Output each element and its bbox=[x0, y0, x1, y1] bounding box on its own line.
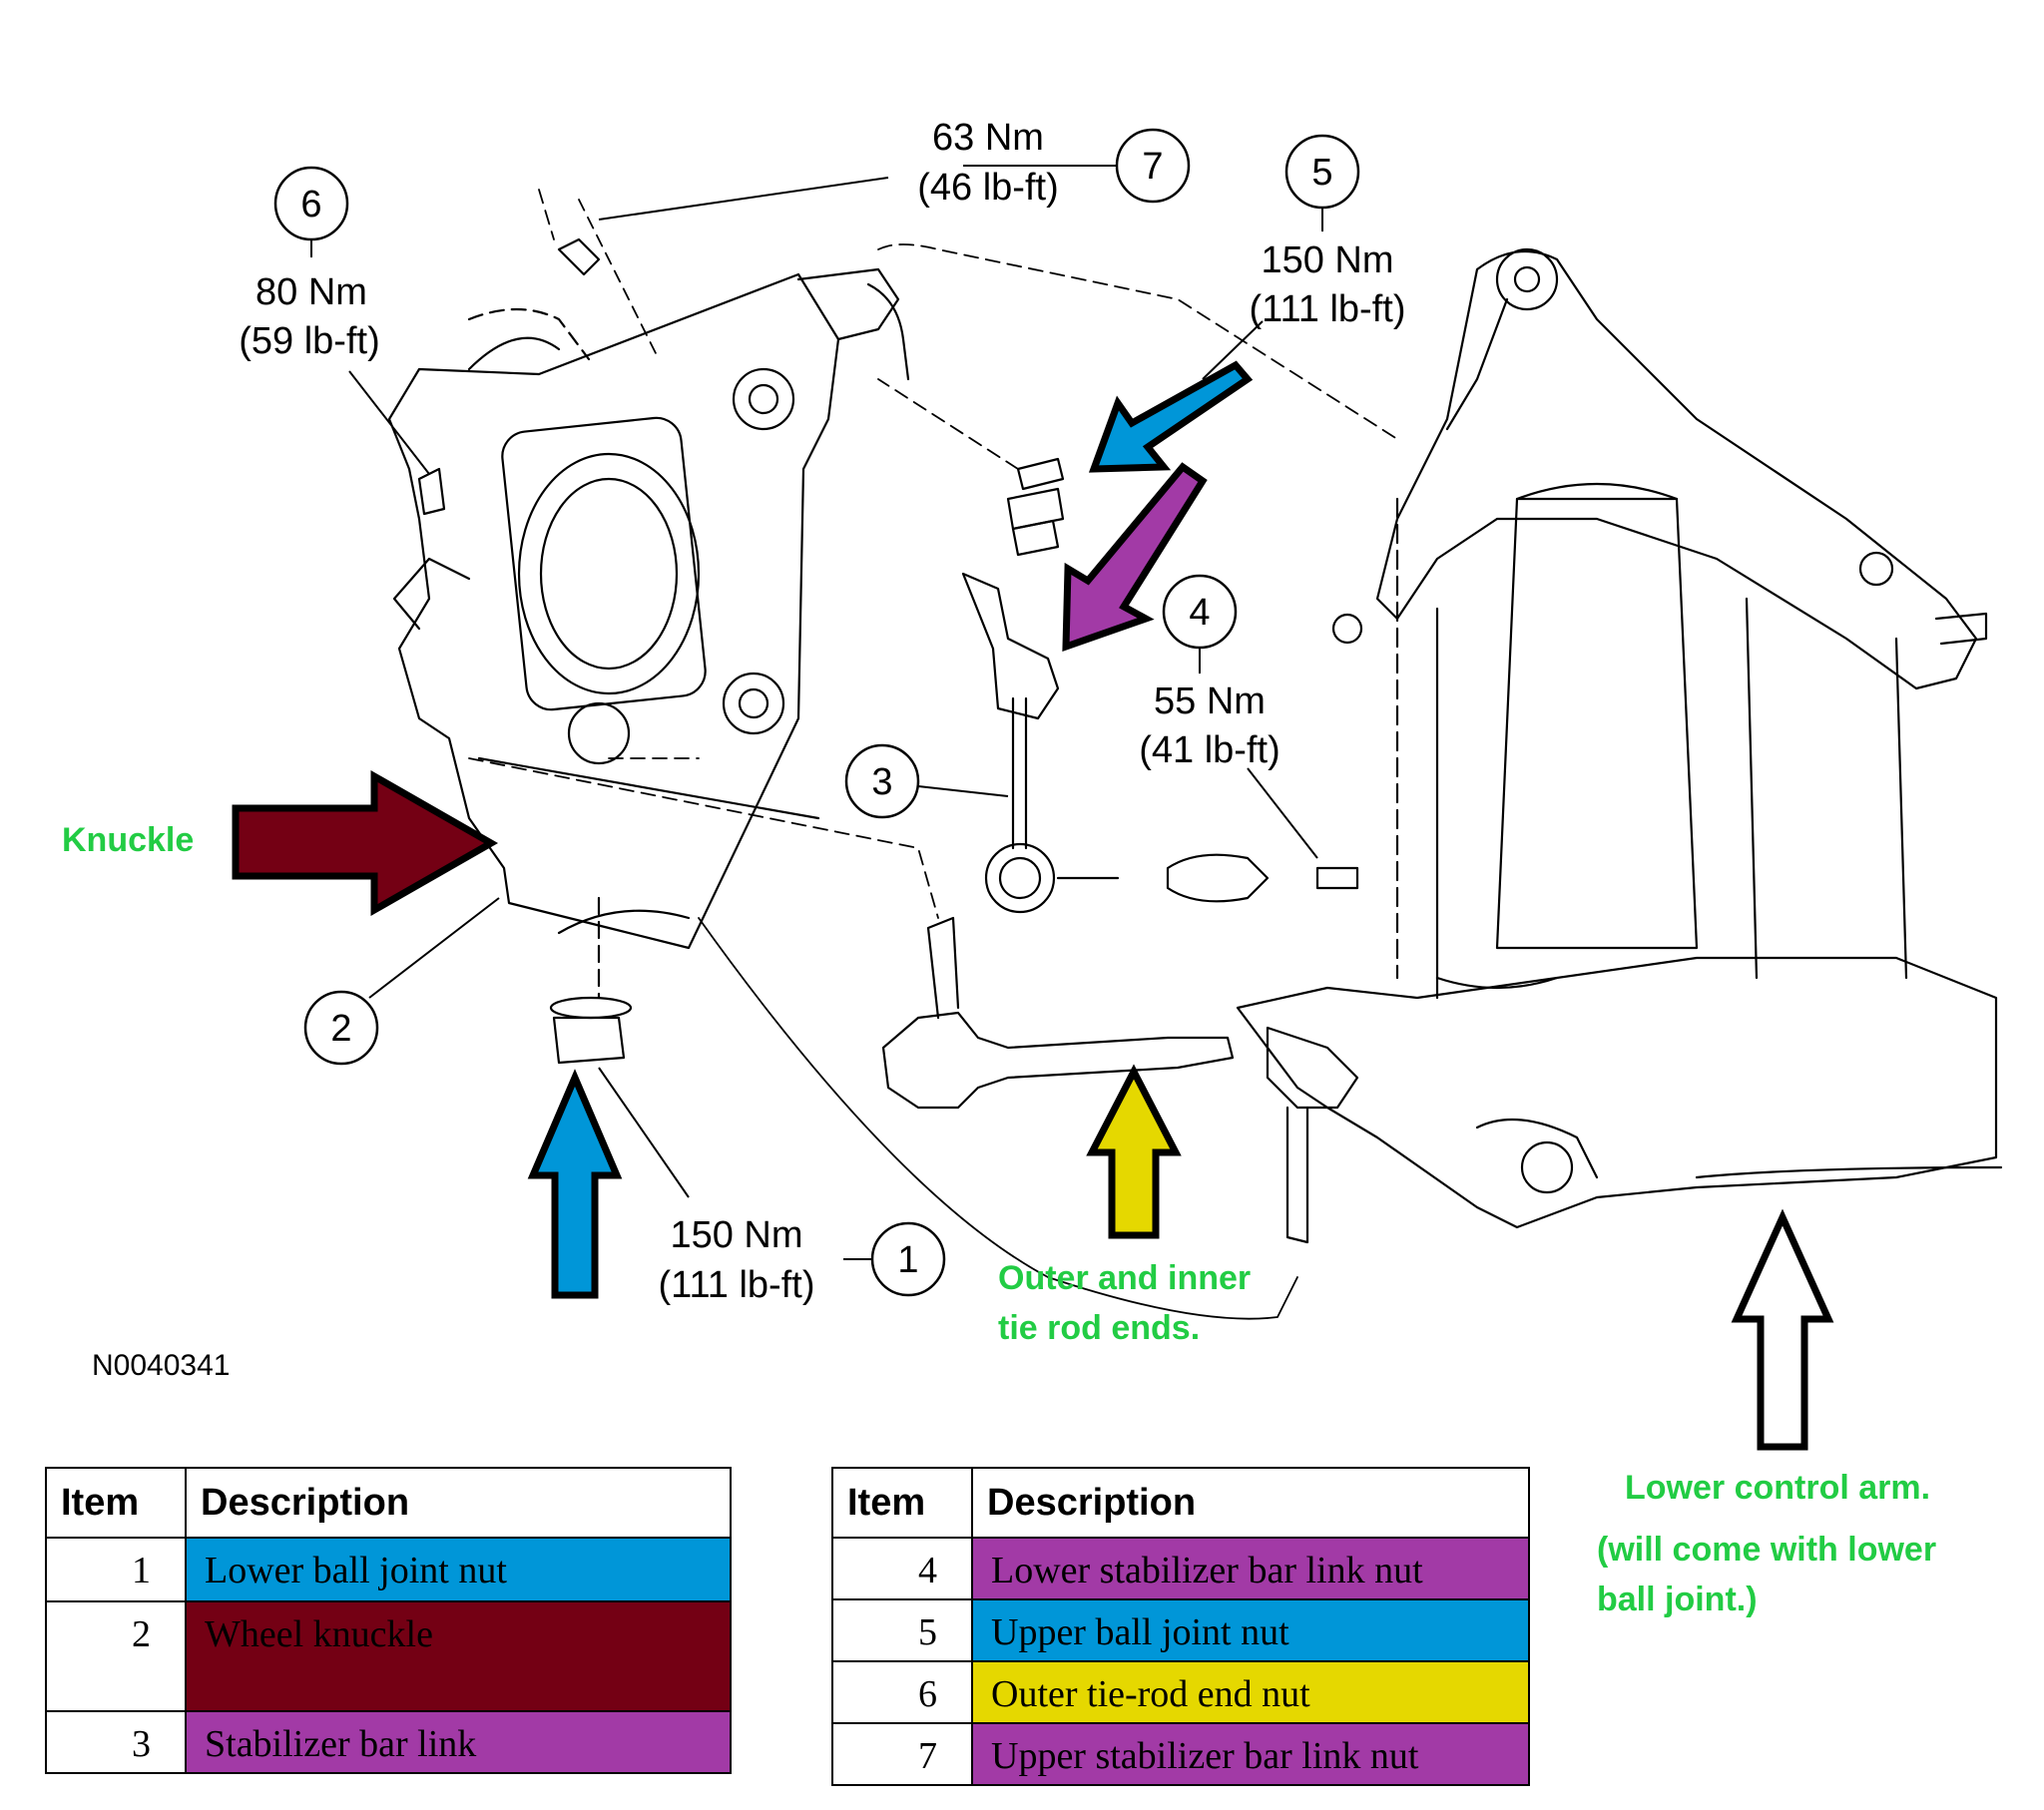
lca-annotation-line3: ball joint.) bbox=[1597, 1581, 1758, 1618]
legend-row: 5 Upper ball joint nut bbox=[831, 1598, 1530, 1662]
legend-right-item-header: Item bbox=[831, 1467, 973, 1539]
legend-item-number: 5 bbox=[831, 1598, 973, 1662]
legend-description: Lower stabilizer bar link nut bbox=[971, 1537, 1530, 1600]
callout-1-circle bbox=[870, 1221, 946, 1297]
callout-3-circle bbox=[844, 743, 920, 819]
legend-left-header: Item Description bbox=[45, 1467, 732, 1539]
callout-7-circle bbox=[1115, 128, 1191, 204]
torque-7-nm: 63 Nm bbox=[932, 117, 1044, 159]
legend-description: Upper ball joint nut bbox=[971, 1598, 1530, 1662]
purple-arrow-stab-link bbox=[1062, 462, 1208, 652]
torque-6-lbft: (59 lb-ft) bbox=[239, 320, 379, 362]
callout-4-number: 4 bbox=[1189, 592, 1210, 634]
callout-1-number: 1 bbox=[897, 1239, 918, 1281]
legend-item-number: 6 bbox=[831, 1660, 973, 1724]
legend-table-left: Item Description 1 Lower ball joint nut … bbox=[45, 1467, 732, 1774]
legend-description: Wheel knuckle bbox=[185, 1600, 732, 1712]
legend-table-right: Item Description 4 Lower stabilizer bar … bbox=[831, 1467, 1530, 1786]
legend-description: Outer tie-rod end nut bbox=[971, 1660, 1530, 1724]
tie-rod-annotation-line2: tie rod ends. bbox=[998, 1309, 1200, 1347]
legend-row: 1 Lower ball joint nut bbox=[45, 1537, 732, 1602]
torque-1-nm: 150 Nm bbox=[670, 1214, 802, 1256]
legend-item-number: 2 bbox=[45, 1600, 187, 1712]
upper-control-arm-drawing bbox=[1375, 249, 1978, 690]
tie-rod-drawing bbox=[881, 1011, 1235, 1110]
lca-annotation-line2: (will come with lower bbox=[1597, 1531, 1936, 1569]
legend-item-number: 1 bbox=[45, 1537, 187, 1602]
legend-description: Lower ball joint nut bbox=[185, 1537, 732, 1602]
lca-annotation-line1: Lower control arm. bbox=[1625, 1469, 1930, 1507]
tie-rod-annotation-line1: Outer and inner bbox=[998, 1259, 1251, 1297]
leader-lines bbox=[310, 165, 1323, 1260]
legend-row: 4 Lower stabilizer bar link nut bbox=[831, 1537, 1530, 1600]
callout-4-circle bbox=[1162, 574, 1238, 650]
legend-item-number: 3 bbox=[45, 1710, 187, 1774]
legend-description: Stabilizer bar link bbox=[185, 1710, 732, 1774]
white-arrow-lower-control-arm bbox=[1731, 1208, 1834, 1451]
callout-5-number: 5 bbox=[1311, 152, 1332, 194]
legend-item-number: 4 bbox=[831, 1537, 973, 1600]
torque-4-nm: 55 Nm bbox=[1154, 680, 1266, 722]
legend-row: 3 Stabilizer bar link bbox=[45, 1710, 732, 1774]
blue-arrow-lower-ball-joint bbox=[527, 1069, 623, 1299]
callout-2-circle bbox=[303, 990, 379, 1066]
torque-4-lbft: (41 lb-ft) bbox=[1139, 729, 1279, 771]
figure-id: N0040341 bbox=[92, 1349, 230, 1382]
torque-7-lbft: (46 lb-ft) bbox=[917, 167, 1058, 209]
legend-description: Upper stabilizer bar link nut bbox=[971, 1722, 1530, 1786]
legend-right-header: Item Description bbox=[831, 1467, 1530, 1539]
callout-5-circle bbox=[1284, 134, 1360, 210]
callout-6-circle bbox=[273, 166, 349, 241]
legend-row: 6 Outer tie-rod end nut bbox=[831, 1660, 1530, 1724]
legend-row: 2 Wheel knuckle bbox=[45, 1600, 732, 1712]
callout-3-number: 3 bbox=[871, 761, 892, 803]
torque-6-nm: 80 Nm bbox=[256, 271, 367, 313]
callout-7-number: 7 bbox=[1142, 146, 1163, 188]
blue-arrow-upper-ball-joint bbox=[1088, 360, 1254, 473]
yellow-arrow-tie-rod bbox=[1086, 1064, 1182, 1239]
arrows bbox=[232, 360, 1834, 1451]
torque-5-nm: 150 Nm bbox=[1261, 239, 1393, 281]
legend-item-number: 7 bbox=[831, 1722, 973, 1786]
lower-control-arm-drawing bbox=[1236, 956, 1998, 1229]
callout-circles bbox=[273, 128, 1360, 1297]
callout-6-number: 6 bbox=[300, 184, 321, 226]
maroon-arrow bbox=[232, 769, 499, 917]
torque-1-lbft: (111 lb-ft) bbox=[659, 1264, 815, 1306]
legend-left-item-header: Item bbox=[45, 1467, 187, 1539]
legend-left-desc-header: Description bbox=[185, 1467, 732, 1539]
callout-2-number: 2 bbox=[330, 1008, 351, 1050]
stab-link-drawing bbox=[961, 572, 1060, 720]
knuckle-annotation: Knuckle bbox=[62, 821, 194, 859]
legend-row: 7 Upper stabilizer bar link nut bbox=[831, 1722, 1530, 1786]
legend-right-desc-header: Description bbox=[971, 1467, 1530, 1539]
torque-5-lbft: (111 lb-ft) bbox=[1250, 288, 1406, 330]
line-art bbox=[387, 189, 2003, 1320]
